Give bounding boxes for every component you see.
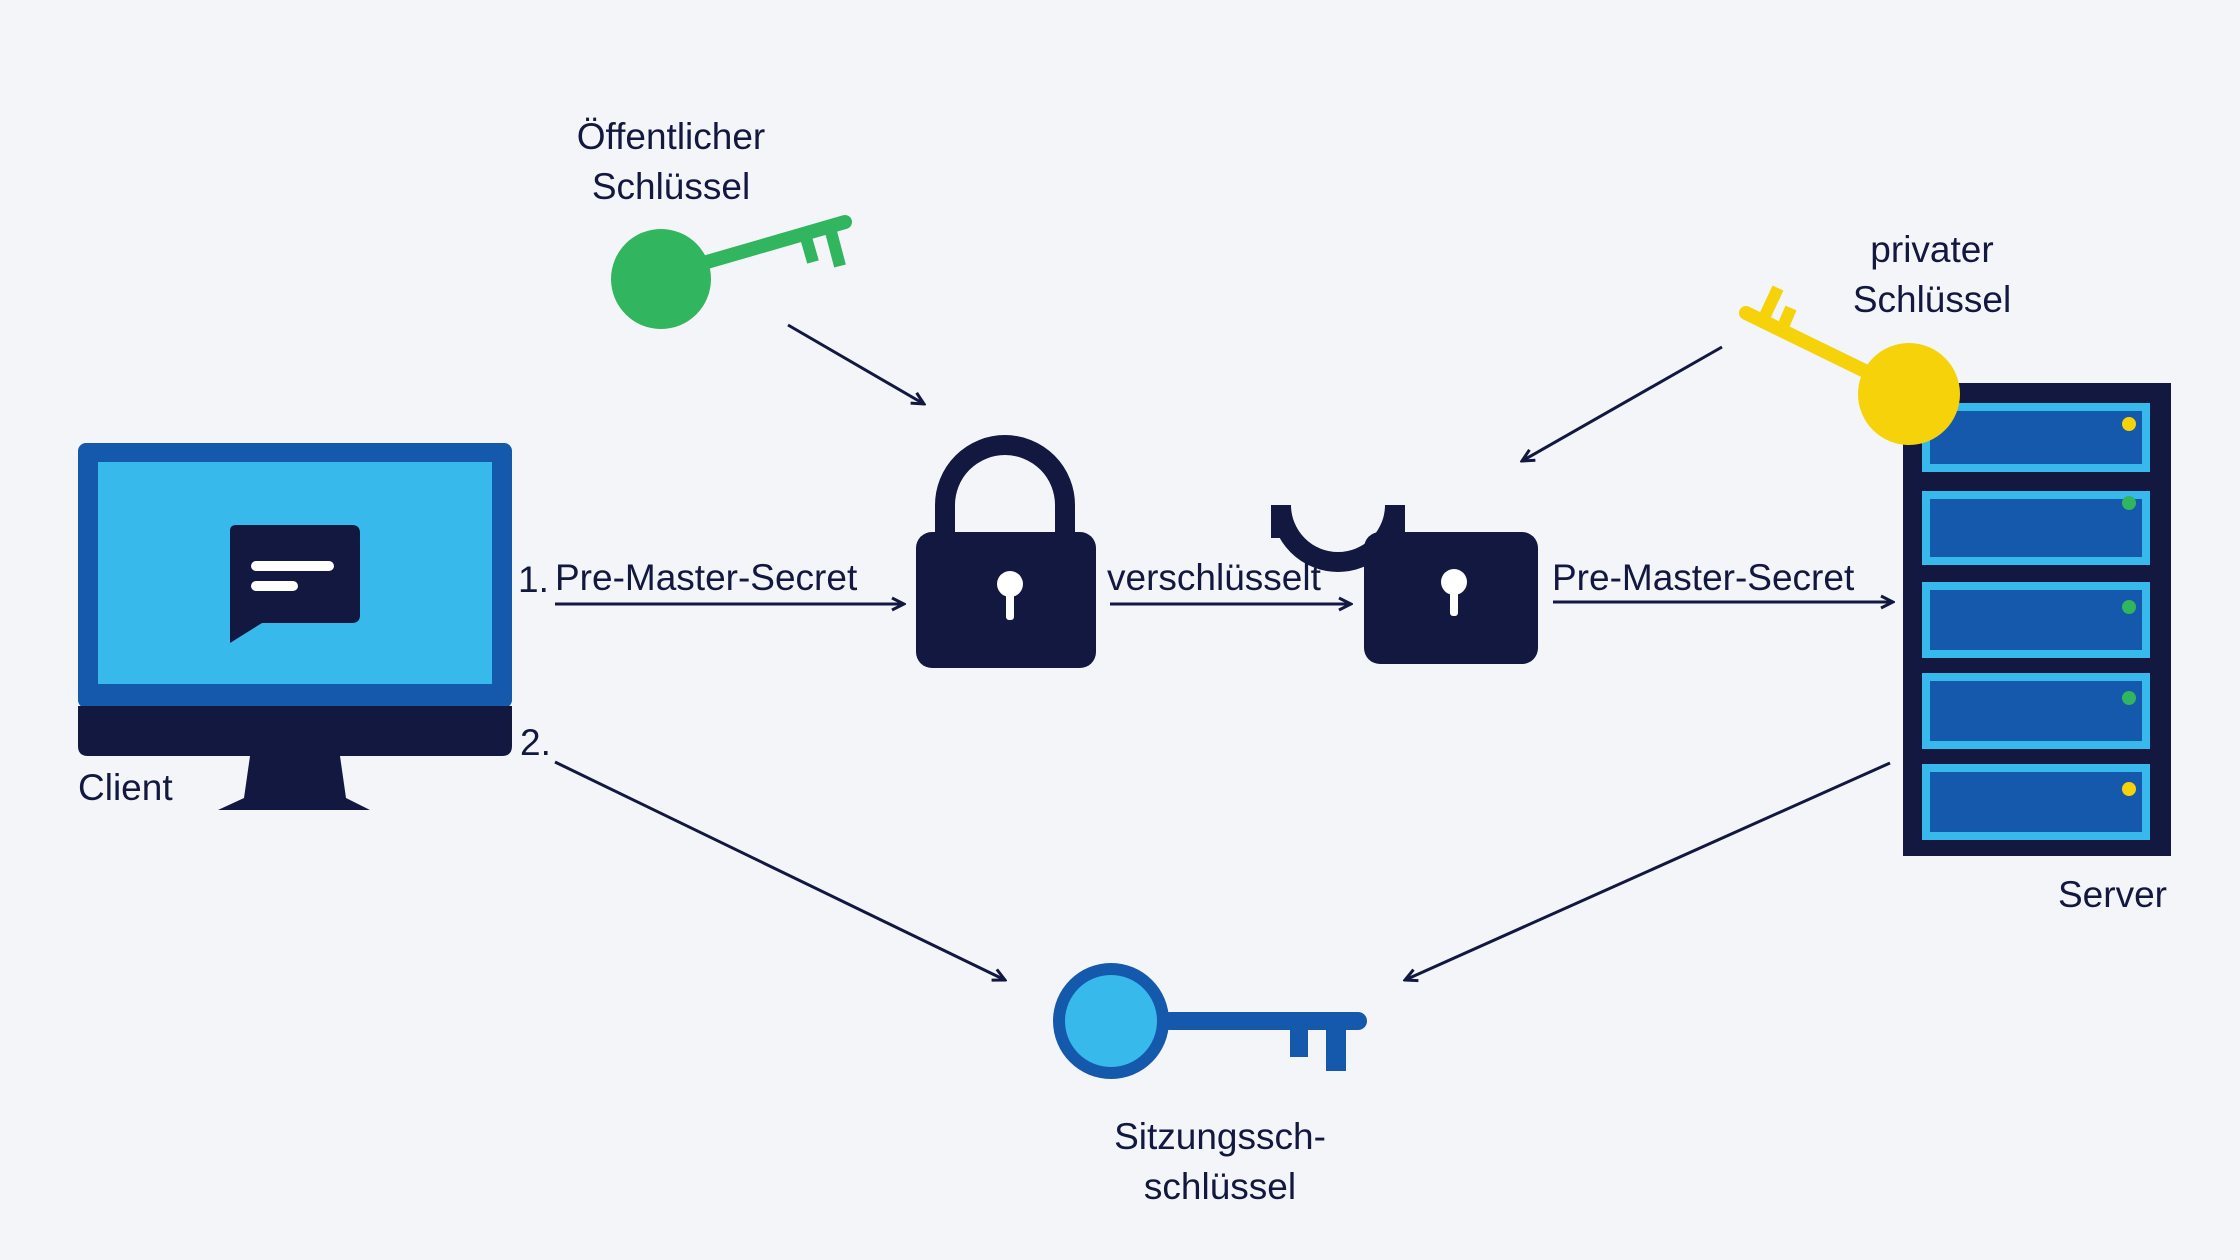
session-key-icon [1053, 963, 1367, 1079]
client-label: Client [78, 767, 173, 808]
client-monitor-icon [78, 443, 512, 810]
public-key-icon [611, 215, 852, 329]
arrows [554, 323, 1893, 980]
server-rack-icon [1903, 383, 2171, 856]
step-2-label: 2. [520, 722, 551, 763]
chat-bubble-icon [230, 525, 360, 643]
padlock-closed-icon [916, 435, 1096, 668]
pre-master-secret-right-label: Pre-Master-Secret [1552, 557, 1855, 598]
private-key-label: privater Schlüssel [1852, 229, 2012, 320]
session-key-label: Sitzungssch- schlüssel [1114, 1116, 1326, 1207]
arrow-client-to-session-key [554, 760, 1005, 980]
encrypted-label: verschlüsselt [1107, 557, 1321, 598]
public-key-label: Öffentlicher Schlüssel [576, 116, 766, 207]
arrow-server-to-session-key [1405, 761, 1891, 980]
server-label: Server [2058, 874, 2167, 915]
pre-master-secret-left-label: Pre-Master-Secret [555, 557, 858, 598]
arrow-public-key-to-lock [787, 323, 924, 404]
padlock-open-icon [1271, 504, 1538, 664]
server-unit [1922, 673, 2150, 749]
arrow-private-key-to-open-lock [1522, 345, 1723, 461]
server-unit [1922, 403, 2150, 472]
server-unit [1922, 491, 2150, 565]
server-unit [1922, 582, 2150, 658]
step-1-label: 1. [518, 559, 549, 600]
private-key-icon [1739, 285, 1960, 445]
server-unit [1922, 764, 2150, 840]
